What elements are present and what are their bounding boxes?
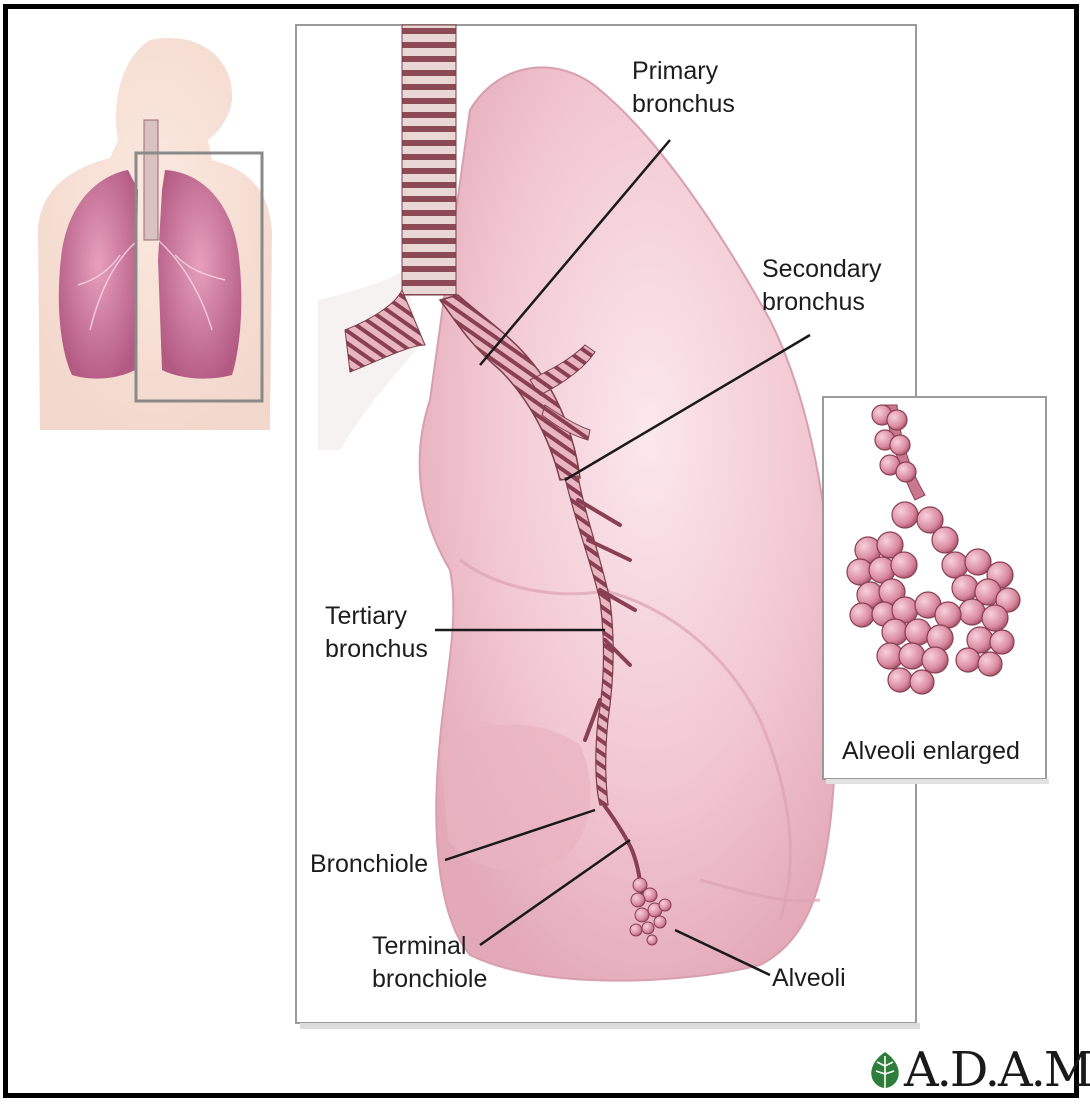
label-alveoli: Alveoli (772, 962, 846, 995)
leaf-icon (868, 1050, 902, 1090)
label-alveoli-enlarged: Alveoli enlarged (842, 735, 1020, 768)
label-secondary-bronchus: Secondary bronchus (762, 253, 882, 319)
label-primary-bronchus: Primary bronchus (632, 55, 735, 121)
label-bronchiole: Bronchiole (310, 848, 428, 881)
torso-inset (38, 38, 272, 430)
label-tertiary-bronchus: Tertiary bronchus (325, 600, 428, 666)
alveoli-enlarged-inset (823, 397, 1049, 784)
adam-logo: A.D.A.M. (868, 1040, 1090, 1100)
logo-text: A.D.A.M. (904, 1042, 1090, 1098)
trachea-small (144, 120, 158, 240)
label-terminal-bronchiole: Terminal bronchiole (372, 930, 487, 996)
